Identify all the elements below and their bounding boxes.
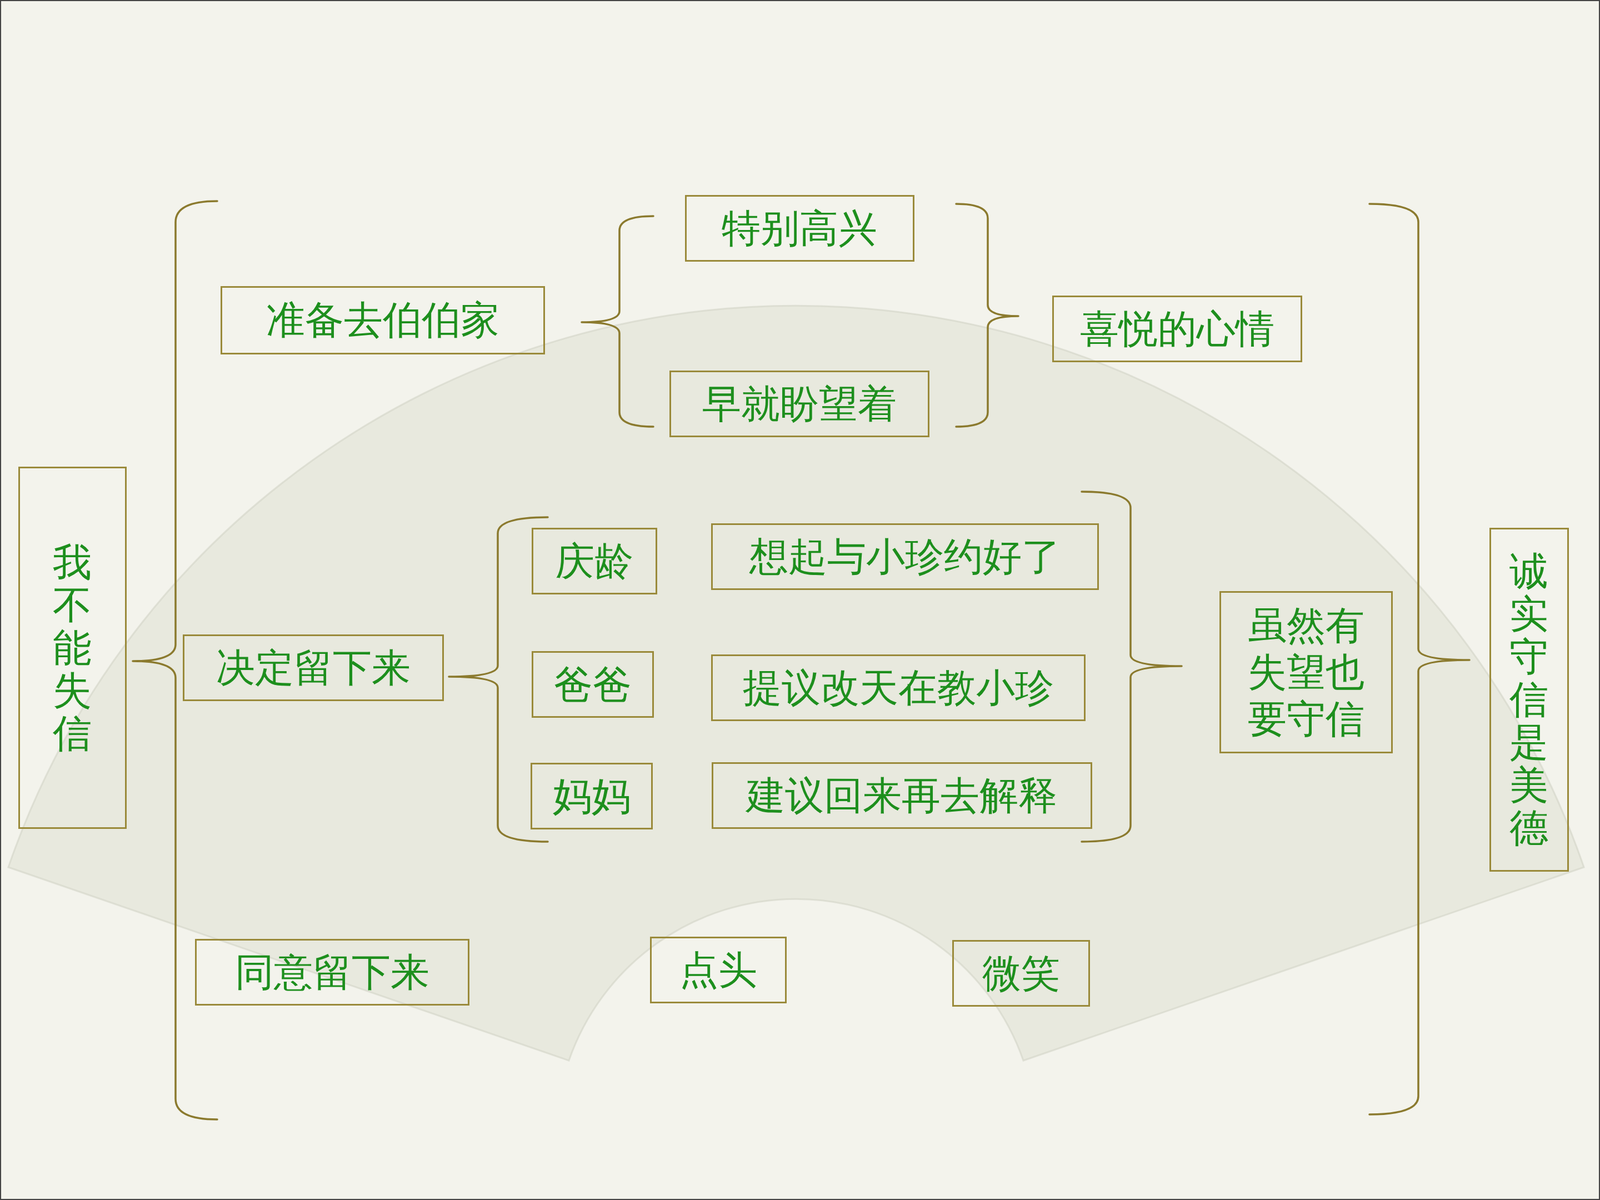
fan-shape: [8, 305, 1584, 1061]
node-text: 喜悦的心情: [1080, 306, 1275, 352]
text-box: 早就盼望着: [669, 370, 930, 438]
node-text: 爸爸: [553, 662, 632, 708]
text-box: 微笑: [952, 940, 1090, 1008]
text-box: 爸爸: [531, 651, 654, 719]
brace-bracket: [132, 201, 218, 1120]
node-text: 微笑: [982, 951, 1060, 997]
text-box: 特别高兴: [685, 195, 915, 263]
brace-bracket: [956, 203, 1019, 427]
vertical-box: 诚实守信是美德: [1489, 527, 1569, 872]
node-text: 准备去伯伯家: [266, 297, 500, 343]
text-box: 虽然有失望也要守信: [1219, 591, 1393, 754]
text-box: 决定留下来: [182, 634, 444, 702]
vertical-box: 我不能失信: [18, 466, 127, 829]
node-text: 想起与小珍约好了: [749, 534, 1061, 580]
text-box: 庆龄: [531, 527, 658, 595]
fan-outline: [8, 305, 1584, 1061]
node-text: 建议回来再去解释: [746, 773, 1058, 819]
node-text: 虽然有失望也要守信: [1246, 602, 1366, 743]
text-box: 同意留下来: [195, 938, 470, 1007]
node-text: 点头: [679, 947, 758, 993]
text-box: 准备去伯伯家: [220, 286, 545, 355]
text-box: 建议回来再去解释: [711, 762, 1093, 830]
node-text: 庆龄: [555, 538, 634, 584]
node-text: 诚实守信是美德: [1509, 550, 1549, 850]
node-text: 我不能失信: [52, 541, 92, 755]
text-box: 妈妈: [530, 762, 653, 830]
text-box: 点头: [650, 936, 787, 1004]
node-text: 提议改天在教小珍: [742, 665, 1054, 711]
node-text: 决定留下来: [216, 645, 411, 691]
node-text: 妈妈: [552, 773, 631, 819]
text-box: 想起与小珍约好了: [711, 523, 1099, 591]
brace-bracket: [1369, 203, 1470, 1115]
text-box: 喜悦的心情: [1052, 295, 1303, 363]
node-text: 同意留下来: [235, 950, 430, 995]
text-box: 提议改天在教小珍: [711, 654, 1086, 722]
brace-bracket: [1081, 491, 1182, 842]
node-text: 早就盼望着: [702, 381, 897, 427]
brace-bracket: [581, 216, 654, 427]
node-text: 特别高兴: [721, 206, 878, 252]
